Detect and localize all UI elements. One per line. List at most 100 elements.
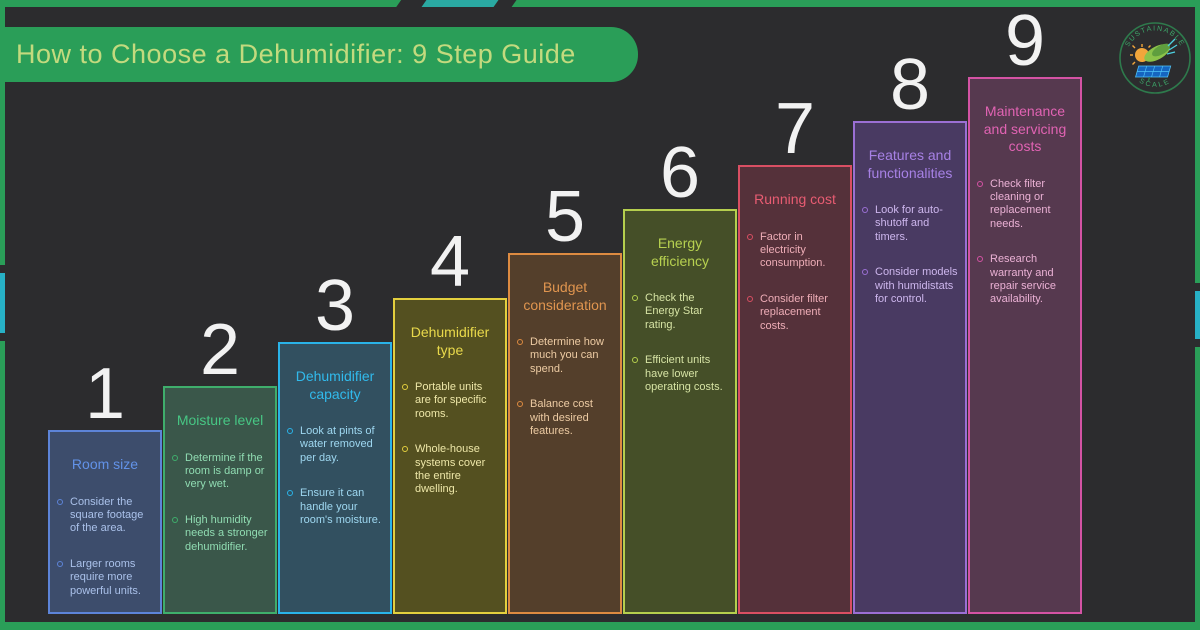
bullet-text: Whole-house systems cover the entire dwe… bbox=[415, 443, 486, 496]
bullet-circle-icon bbox=[287, 490, 293, 497]
bullet-circle-icon bbox=[57, 498, 63, 505]
step-number: 4 bbox=[429, 221, 471, 302]
bullet-circle-icon bbox=[517, 339, 523, 345]
bullet-text: Larger rooms require more powerful units… bbox=[70, 557, 141, 597]
logo-badge: SUSTAINABLE SCALE bbox=[1119, 22, 1191, 94]
bullet-text: Efficient units have lower operating cos… bbox=[645, 354, 723, 394]
step-column: 5 Budget consideration Determine how muc… bbox=[508, 180, 622, 614]
step-bullets: Factor in electricity consumption. Consid… bbox=[740, 231, 850, 333]
bullet-text: Check the Energy Star rating. bbox=[645, 292, 704, 331]
bullet-circle-icon bbox=[517, 401, 523, 408]
step-number: 9 bbox=[1004, 0, 1046, 81]
step-bullet-item: Consider filter replacement costs. bbox=[747, 293, 843, 333]
step-bullet-item: Portable units are for specific rooms. bbox=[402, 381, 498, 421]
step-number: 7 bbox=[774, 88, 816, 169]
step-column: 8 Features and functionalities Look for … bbox=[853, 48, 967, 614]
step-bullet-item: Consider the square footage of the area. bbox=[57, 496, 153, 536]
step-bullet-item: Factor in electricity consumption. bbox=[747, 231, 843, 271]
bullet-text: Look for auto-shutoff and timers. bbox=[875, 204, 943, 243]
step-bullet-item: Balance cost with desired features. bbox=[517, 398, 613, 438]
bullet-text: Check filter cleaning or replacement nee… bbox=[990, 177, 1051, 230]
step-number: 3 bbox=[314, 265, 356, 346]
step-column: 7 Running cost Factor in electricity con… bbox=[738, 92, 852, 614]
bullet-circle-icon bbox=[747, 295, 753, 302]
bullet-text: Research warranty and repair service ava… bbox=[990, 253, 1057, 306]
bullet-text: Factor in electricity consumption. bbox=[760, 230, 826, 270]
step-bullet-item: Determine if the room is damp or very we… bbox=[172, 452, 268, 492]
bullet-circle-icon bbox=[172, 454, 178, 461]
bullet-text: Ensure it can handle your room's moistur… bbox=[300, 487, 381, 527]
page-title: How to Choose a Dehumidifier: 9 Step Gui… bbox=[16, 39, 576, 69]
step-title: Energy efficiency bbox=[650, 235, 710, 269]
step-title: Budget consideration bbox=[523, 279, 607, 313]
step-bullets: Look at pints of water removed per day. E… bbox=[280, 425, 390, 527]
step-bullets: Determine if the room is damp or very we… bbox=[165, 452, 275, 554]
bullet-text: Portable units are for specific rooms. bbox=[415, 381, 487, 420]
step-bullet-item: Consider models with humidistats for con… bbox=[862, 266, 958, 306]
bullet-text: Balance cost with desired features. bbox=[530, 398, 593, 438]
step-bullet-item: Look for auto-shutoff and timers. bbox=[862, 204, 958, 244]
step-bullet-item: Efficient units have lower operating cos… bbox=[632, 354, 728, 394]
step-bullet-item: High humidity needs a stronger dehumidif… bbox=[172, 514, 268, 554]
bullet-text: Determine how much you can spend. bbox=[530, 336, 604, 375]
bullet-text: Consider filter replacement costs. bbox=[760, 292, 828, 332]
frame-edge-bottom bbox=[0, 622, 1200, 630]
bullet-circle-icon bbox=[402, 446, 408, 453]
left-edge-accent bbox=[0, 273, 5, 333]
step-number: 2 bbox=[199, 309, 241, 390]
step-title: Room size bbox=[71, 456, 139, 472]
frame-edge-top bbox=[0, 0, 1200, 7]
step-bullet-item: Determine how much you can spend. bbox=[517, 336, 613, 376]
bullet-circle-icon bbox=[862, 207, 868, 213]
svg-text:SCALE: SCALE bbox=[1138, 78, 1172, 89]
step-title: Dehumidifier capacity bbox=[295, 368, 375, 402]
bullet-circle-icon bbox=[977, 180, 983, 187]
right-edge-accent bbox=[1195, 291, 1200, 339]
title-banner: How to Choose a Dehumidifier: 9 Step Gui… bbox=[0, 27, 638, 82]
step-title: Running cost bbox=[754, 191, 836, 207]
step-number: 8 bbox=[889, 44, 931, 125]
step-title: Dehumidifier type bbox=[410, 324, 490, 358]
bullet-text: Consider models with humidistats for con… bbox=[875, 266, 958, 306]
step-bullet-item: Research warranty and repair service ava… bbox=[977, 253, 1073, 307]
step-bullet-item: Look at pints of water removed per day. bbox=[287, 425, 383, 465]
bullet-circle-icon bbox=[402, 384, 408, 390]
step-bullets: Look for auto-shutoff and timers. Conside… bbox=[855, 204, 965, 306]
bullet-circle-icon bbox=[977, 256, 983, 263]
bullet-circle-icon bbox=[747, 233, 753, 240]
logo-ring bbox=[1119, 22, 1191, 94]
step-bullet-item: Check filter cleaning or replacement nee… bbox=[977, 178, 1073, 232]
bullet-text: Consider the square footage of the area. bbox=[70, 495, 144, 535]
step-bullets: Consider the square footage of the area.… bbox=[50, 496, 160, 598]
step-bullets: Portable units are for specific rooms. Wh… bbox=[395, 381, 505, 497]
step-bullets: Check filter cleaning or replacement nee… bbox=[970, 178, 1080, 307]
step-bullets: Determine how much you can spend. Balance… bbox=[510, 336, 620, 438]
step-bullet-item: Whole-house systems cover the entire dwe… bbox=[402, 443, 498, 497]
bullet-text: Look at pints of water removed per day. bbox=[300, 425, 375, 464]
step-number: 5 bbox=[544, 176, 586, 257]
step-column: 6 Energy efficiency Check the Energy Sta… bbox=[623, 136, 737, 614]
step-title: Features and functionalities bbox=[867, 147, 953, 181]
bullet-circle-icon bbox=[632, 357, 638, 364]
step-column: 9 Maintenance and servicing costs Check … bbox=[968, 4, 1082, 614]
bullet-circle-icon bbox=[862, 269, 868, 276]
logo-arc-text-bottom: SCALE bbox=[1138, 78, 1170, 89]
solar-panel-icon bbox=[1135, 65, 1172, 81]
step-bullet-item: Larger rooms require more powerful units… bbox=[57, 558, 153, 598]
bullet-circle-icon bbox=[172, 516, 178, 523]
step-column: 3 Dehumidifier capacity Look at pints of… bbox=[278, 269, 392, 614]
bullet-text: Determine if the room is damp or very we… bbox=[185, 451, 265, 491]
bullet-text: High humidity needs a stronger dehumidif… bbox=[185, 513, 268, 553]
step-column: 2 Moisture level Determine if the room i… bbox=[163, 313, 277, 614]
step-column: 1 Room size Consider the square footage … bbox=[48, 357, 162, 614]
bullet-circle-icon bbox=[287, 428, 293, 434]
step-column: 4 Dehumidifier type Portable units are f… bbox=[393, 225, 507, 614]
bullet-circle-icon bbox=[57, 560, 63, 567]
step-bullet-item: Check the Energy Star rating. bbox=[632, 292, 728, 332]
step-title: Moisture level bbox=[176, 412, 264, 428]
leaf-icon bbox=[1144, 38, 1178, 62]
step-title: Maintenance and servicing costs bbox=[983, 103, 1067, 154]
step-bullets: Check the Energy Star rating. Efficient u… bbox=[625, 292, 735, 394]
step-bullet-item: Ensure it can handle your room's moistur… bbox=[287, 487, 383, 527]
